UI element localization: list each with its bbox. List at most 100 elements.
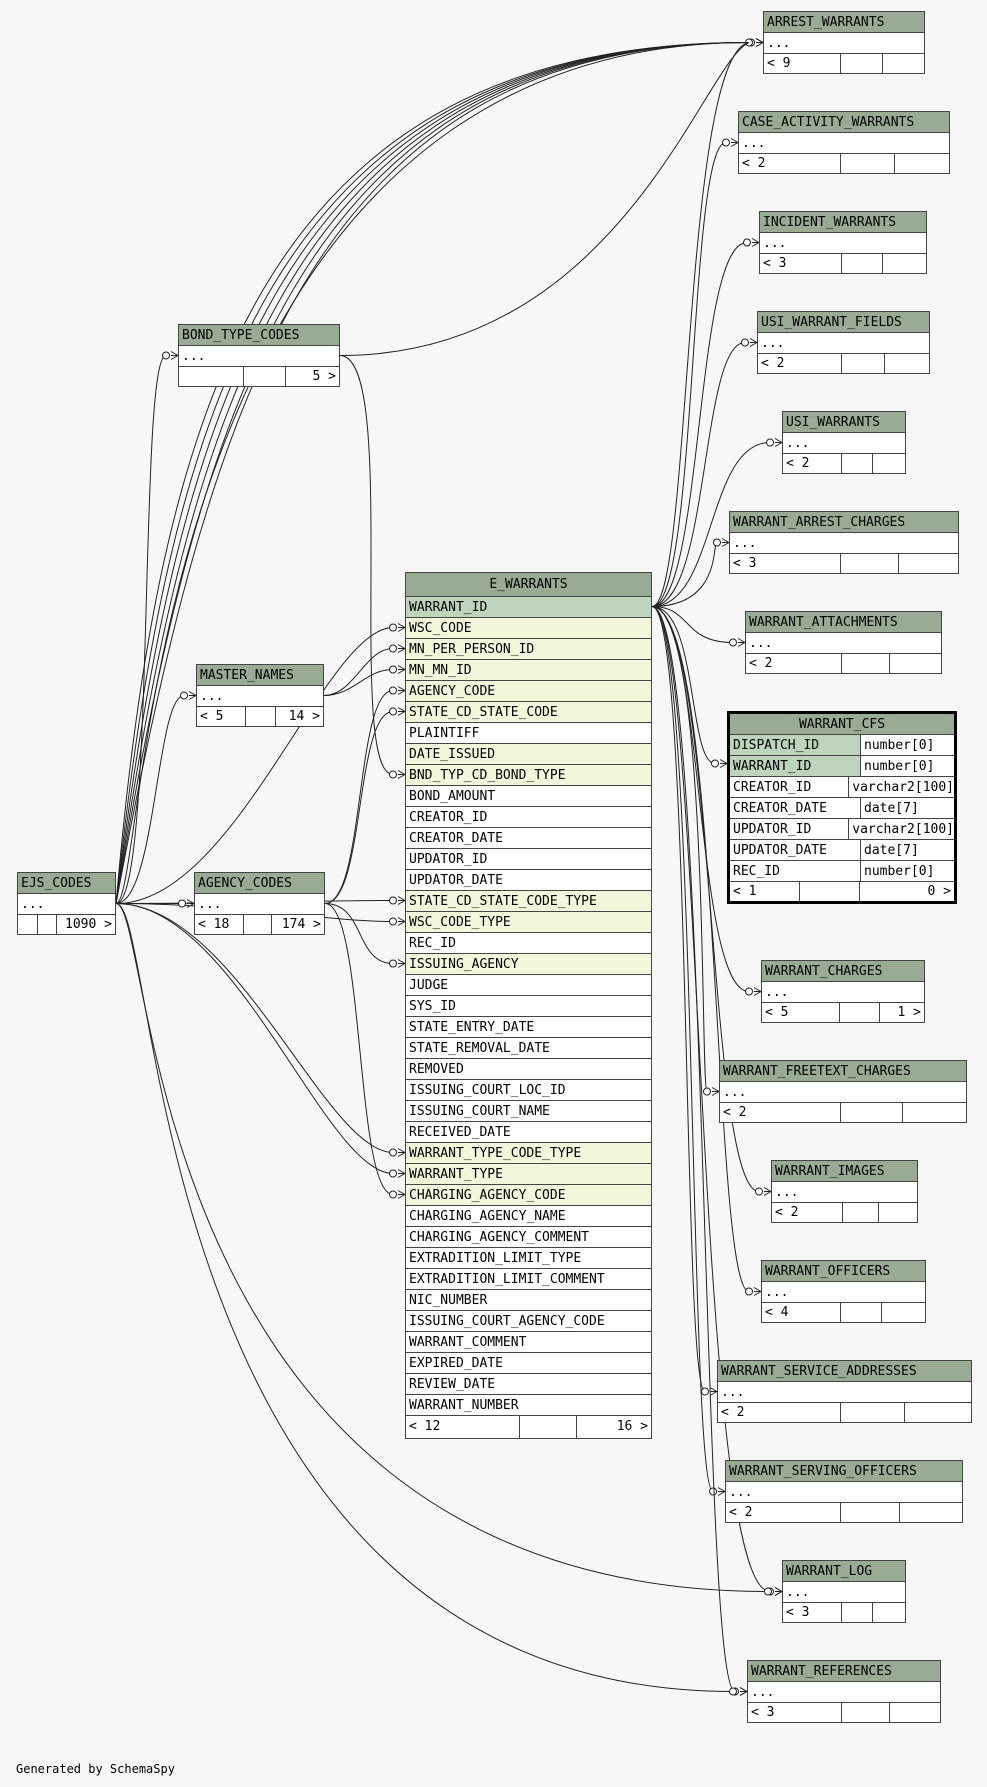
optional-marker <box>766 1587 774 1596</box>
table-warrant-images[interactable]: WARRANT_IMAGES...< 2 <box>771 1160 918 1223</box>
table-warrant-serving-officers[interactable]: WARRANT_SERVING_OFFICERS...< 2 <box>725 1460 963 1523</box>
column-row[interactable]: JUDGE <box>406 975 651 996</box>
table-name[interactable]: WARRANT_CFS <box>730 714 954 735</box>
table-name[interactable]: WARRANT_LOG <box>783 1561 905 1582</box>
table-name[interactable]: WARRANT_SERVICE_ADDRESSES <box>718 1361 971 1382</box>
table-name[interactable]: E_WARRANTS <box>406 573 651 597</box>
optional-marker <box>180 691 188 700</box>
table-name[interactable]: WARRANT_REFERENCES <box>748 1661 940 1682</box>
column-row[interactable]: STATE_CD_STATE_CODE_TYPE <box>406 891 651 912</box>
table-name[interactable]: CASE_ACTIVITY_WARRANTS <box>739 112 949 133</box>
column-row[interactable]: NIC_NUMBER <box>406 1290 651 1311</box>
table-warrant-freetext-charges[interactable]: WARRANT_FREETEXT_CHARGES...< 2 <box>719 1060 967 1123</box>
column-row[interactable]: CREATOR_ID <box>406 807 651 828</box>
table-footer: < 2 <box>718 1403 971 1422</box>
column-row[interactable]: WSC_CODE <box>406 618 651 639</box>
table-warrant-service-addresses[interactable]: WARRANT_SERVICE_ADDRESSES...< 2 <box>717 1360 972 1423</box>
table-warrant-arrest-charges[interactable]: WARRANT_ARREST_CHARGES...< 3 <box>729 511 959 574</box>
column-row[interactable]: EXPIRED_DATE <box>406 1353 651 1374</box>
column-row[interactable]: WARRANT_COMMENT <box>406 1332 651 1353</box>
table-name[interactable]: USI_WARRANTS <box>783 412 905 433</box>
column-row[interactable]: MN_PER_PERSON_ID <box>406 639 651 660</box>
table-incident-warrants[interactable]: INCIDENT_WARRANTS...< 3 <box>759 211 927 274</box>
column-name: CHARGING_AGENCY_NAME <box>409 1209 566 1224</box>
column-row[interactable]: AGENCY_CODE <box>406 681 651 702</box>
table-usi-warrant-fields[interactable]: USI_WARRANT_FIELDS...< 2 <box>757 311 930 374</box>
column-row[interactable]: CHARGING_AGENCY_NAME <box>406 1206 651 1227</box>
column-row[interactable]: CHARGING_AGENCY_CODE <box>406 1185 651 1206</box>
table-name[interactable]: WARRANT_SERVING_OFFICERS <box>726 1461 962 1482</box>
column-row[interactable]: BND_TYP_CD_BOND_TYPE <box>406 765 651 786</box>
column-row[interactable]: REVIEW_DATE <box>406 1374 651 1395</box>
column-row[interactable]: BOND_AMOUNT <box>406 786 651 807</box>
table-name[interactable]: INCIDENT_WARRANTS <box>760 212 926 233</box>
collapsed-columns-ellipsis: ... <box>198 897 222 912</box>
column-row[interactable]: PLAINTIFF <box>406 723 651 744</box>
column-row[interactable]: STATE_ENTRY_DATE <box>406 1017 651 1038</box>
table-name[interactable]: WARRANT_CHARGES <box>762 961 924 982</box>
column-row[interactable]: RECEIVED_DATE <box>406 1122 651 1143</box>
column-name: CHARGING_AGENCY_CODE <box>409 1188 566 1203</box>
table-bond-type-codes[interactable]: BOND_TYPE_CODES...5 > <box>178 324 340 387</box>
table-name[interactable]: WARRANT_IMAGES <box>772 1161 917 1182</box>
table-name[interactable]: USI_WARRANT_FIELDS <box>758 312 929 333</box>
table-name[interactable]: ARREST_WARRANTS <box>764 12 924 33</box>
column-row[interactable]: MN_MN_ID <box>406 660 651 681</box>
column-row[interactable]: STATE_REMOVAL_DATE <box>406 1038 651 1059</box>
footer-spacer <box>841 554 899 573</box>
collapsed-columns-ellipsis: ... <box>742 136 766 151</box>
table-name[interactable]: MASTER_NAMES <box>197 665 323 686</box>
column-row[interactable]: CHARGING_AGENCY_COMMENT <box>406 1227 651 1248</box>
column-row[interactable]: WARRANT_TYPE_CODE_TYPE <box>406 1143 651 1164</box>
table-warrant-officers[interactable]: WARRANT_OFFICERS...< 4 <box>761 1260 926 1323</box>
table-name[interactable]: WARRANT_ATTACHMENTS <box>746 612 941 633</box>
table-name[interactable]: WARRANT_OFFICERS <box>762 1261 925 1282</box>
table-usi-warrants[interactable]: USI_WARRANTS...< 2 <box>782 411 906 474</box>
column-row[interactable]: ISSUING_AGENCY <box>406 954 651 975</box>
crows-foot-marker <box>721 538 730 547</box>
column-row[interactable]: UPDATOR_DATE <box>406 870 651 891</box>
table-footer: 1090 > <box>18 915 115 934</box>
table-ejs-codes[interactable]: EJS_CODES...1090 > <box>17 872 116 935</box>
column-row[interactable]: WARRANT_NUMBER <box>406 1395 651 1416</box>
column-row[interactable]: WARRANT_TYPE <box>406 1164 651 1185</box>
table-name[interactable]: EJS_CODES <box>18 873 115 894</box>
column-row[interactable]: WARRANT_ID <box>406 597 651 618</box>
column-row[interactable]: UPDATOR_ID <box>406 849 651 870</box>
column-row[interactable]: REC_ID <box>406 933 651 954</box>
table-arrest-warrants[interactable]: ARREST_WARRANTS...< 9 <box>763 11 925 74</box>
column-row[interactable]: SYS_ID <box>406 996 651 1017</box>
column-row[interactable]: DATE_ISSUED <box>406 744 651 765</box>
column-row[interactable]: ISSUING_COURT_NAME <box>406 1101 651 1122</box>
table-case-activity-warrants[interactable]: CASE_ACTIVITY_WARRANTS...< 2 <box>738 111 950 174</box>
table-warrant-references[interactable]: WARRANT_REFERENCES...< 3 <box>747 1660 941 1723</box>
column-row[interactable]: ISSUING_COURT_AGENCY_CODE <box>406 1311 651 1332</box>
optional-marker <box>389 959 397 968</box>
column-row[interactable]: REMOVED <box>406 1059 651 1080</box>
column-row[interactable]: WSC_CODE_TYPE <box>406 912 651 933</box>
table-name[interactable]: WARRANT_FREETEXT_CHARGES <box>720 1061 966 1082</box>
table-name[interactable]: AGENCY_CODES <box>195 873 324 894</box>
table-warrant-attachments[interactable]: WARRANT_ATTACHMENTS...< 2 <box>745 611 942 674</box>
child-count: 174 > <box>281 917 321 932</box>
column-row[interactable]: ISSUING_COURT_LOC_ID <box>406 1080 651 1101</box>
column-row[interactable]: CREATOR_DATE <box>406 828 651 849</box>
column-row[interactable]: EXTRADITION_LIMIT_COMMENT <box>406 1269 651 1290</box>
column-row[interactable]: STATE_CD_STATE_CODE <box>406 702 651 723</box>
table-warrant-log[interactable]: WARRANT_LOG...< 3 <box>782 1560 906 1623</box>
column-row[interactable]: EXTRADITION_LIMIT_TYPE <box>406 1248 651 1269</box>
table-name[interactable]: BOND_TYPE_CODES <box>179 325 339 346</box>
table-name[interactable]: WARRANT_ARREST_CHARGES <box>730 512 958 533</box>
